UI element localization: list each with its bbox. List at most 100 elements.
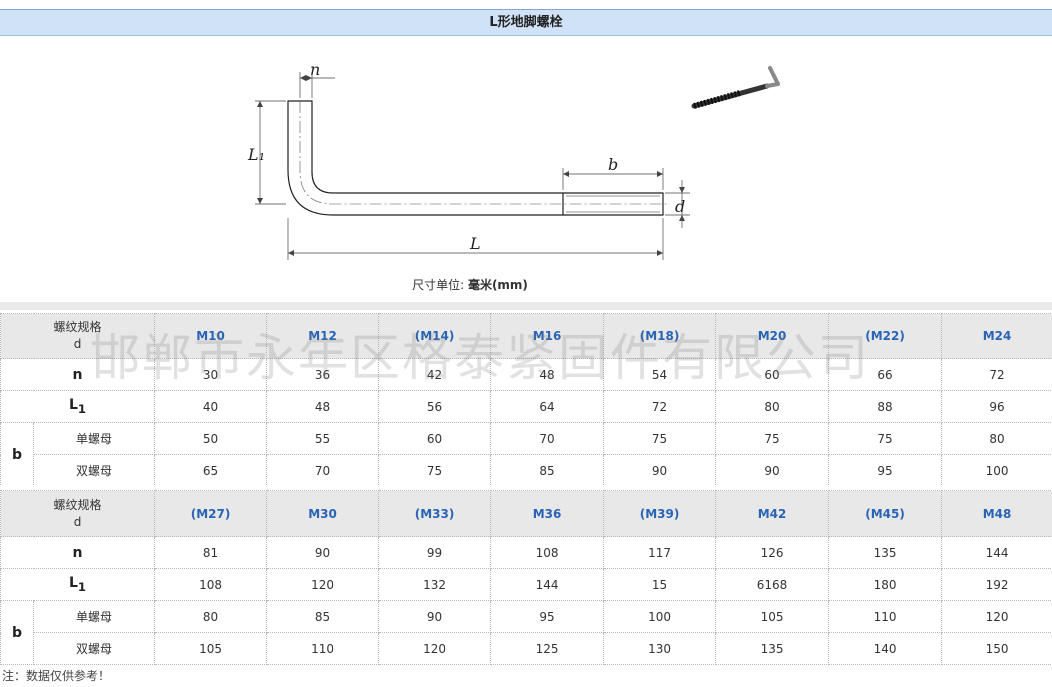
value-cell: 15 [603,568,717,601]
value-cell: 90 [378,600,492,633]
value-cell: 108 [490,536,605,569]
value-cell: 95 [828,454,943,487]
row-label-n: n [0,536,156,569]
value-cell: 30 [154,358,268,391]
value-cell: 132 [378,568,492,601]
table-row: b 单螺母 80 85 90 95 100 105 110 120 [0,600,1052,665]
value-cell: 144 [490,568,605,601]
size-cell: M16 [490,313,605,359]
value-cell: 105 [154,632,268,665]
table-row: n 81 90 99 108 117 126 135 144 [0,536,1052,569]
value-cell: 96 [941,390,1052,423]
size-cell: (M18) [603,313,717,359]
value-cell: 90 [715,454,830,487]
table-gap [0,486,1052,490]
value-cell: 105 [715,600,830,633]
separator [0,302,1052,310]
value-cell: 80 [941,422,1052,455]
value-cell: 120 [378,632,492,665]
value-cell: 90 [603,454,717,487]
value-cell: 130 [603,632,717,665]
l-bolt-diagram: n L₁ b d L [247,60,780,260]
value-cell: 85 [266,600,380,633]
row-label-b: b [0,422,34,487]
row-label-single-nut: 单螺母 [32,600,156,633]
label-d: d [675,197,685,216]
value-cell: 75 [828,422,943,455]
value-cell: 88 [828,390,943,423]
value-cell: 85 [490,454,605,487]
value-cell: 140 [828,632,943,665]
table-row: L1 40 48 56 64 72 80 88 96 [0,390,1052,423]
value-cell: 56 [378,390,492,423]
value-cell: 75 [603,422,717,455]
value-cell: 100 [941,454,1052,487]
bolt-photo [691,66,780,109]
value-cell: 36 [266,358,380,391]
value-cell: 126 [715,536,830,569]
size-cell: M36 [490,490,605,537]
value-cell: 60 [715,358,830,391]
value-cell: 135 [715,632,830,665]
value-cell: 55 [266,422,380,455]
row-label-b: b [0,600,34,665]
row-label-double-nut: 双螺母 [32,454,156,487]
row-label-double-nut: 双螺母 [32,632,156,665]
row-label-single-nut: 单螺母 [32,422,156,455]
label-b: b [608,155,618,174]
size-cell: (M39) [603,490,717,537]
value-cell: 70 [490,422,605,455]
footnote: 注：数据仅供参考！ [2,669,111,683]
value-cell: 65 [154,454,268,487]
table-row: b 单螺母 50 55 60 70 75 75 75 80 [0,422,1052,487]
row-label-n: n [0,358,156,391]
size-cell: M30 [266,490,380,537]
value-cell: 40 [154,390,268,423]
value-cell: 6168 [715,568,830,601]
value-cell: 66 [828,358,943,391]
value-cell: 48 [490,358,605,391]
value-cell: 150 [941,632,1052,665]
table-row: 双螺母 65 70 75 85 90 90 95 100 [1,454,1052,487]
value-cell: 135 [828,536,943,569]
unit-note: 尺寸单位: 毫米(mm) [412,278,528,292]
value-cell: 80 [154,600,268,633]
value-cell: 75 [378,454,492,487]
value-cell: 42 [378,358,492,391]
value-cell: 54 [603,358,717,391]
value-cell: 108 [154,568,268,601]
value-cell: 90 [266,536,380,569]
size-cell: (M33) [378,490,492,537]
value-cell: 60 [378,422,492,455]
size-cell: M20 [715,313,830,359]
value-cell: 95 [490,600,605,633]
row-label-L1: L1 [0,390,156,423]
value-cell: 50 [154,422,268,455]
value-cell: 72 [941,358,1052,391]
size-cell: (M22) [828,313,943,359]
value-cell: 120 [266,568,380,601]
label-L: L [469,234,481,253]
size-cell: M12 [266,313,380,359]
size-cell: (M27) [154,490,268,537]
table-row: 双螺母 105 110 120 125 130 135 140 150 [1,632,1052,665]
value-cell: 48 [266,390,380,423]
label-n: n [310,60,320,79]
size-cell: M42 [715,490,830,537]
value-cell: 72 [603,390,717,423]
table-row: n 30 36 42 48 54 60 66 72 [0,358,1052,391]
value-cell: 192 [941,568,1052,601]
value-cell: 70 [266,454,380,487]
table-row: L1 108 120 132 144 15 6168 180 192 [0,568,1052,601]
value-cell: 180 [828,568,943,601]
value-cell: 64 [490,390,605,423]
page-title: L形地脚螺栓 [0,9,1052,36]
label-L1: L₁ [247,145,265,164]
size-cell: (M45) [828,490,943,537]
value-cell: 110 [266,632,380,665]
